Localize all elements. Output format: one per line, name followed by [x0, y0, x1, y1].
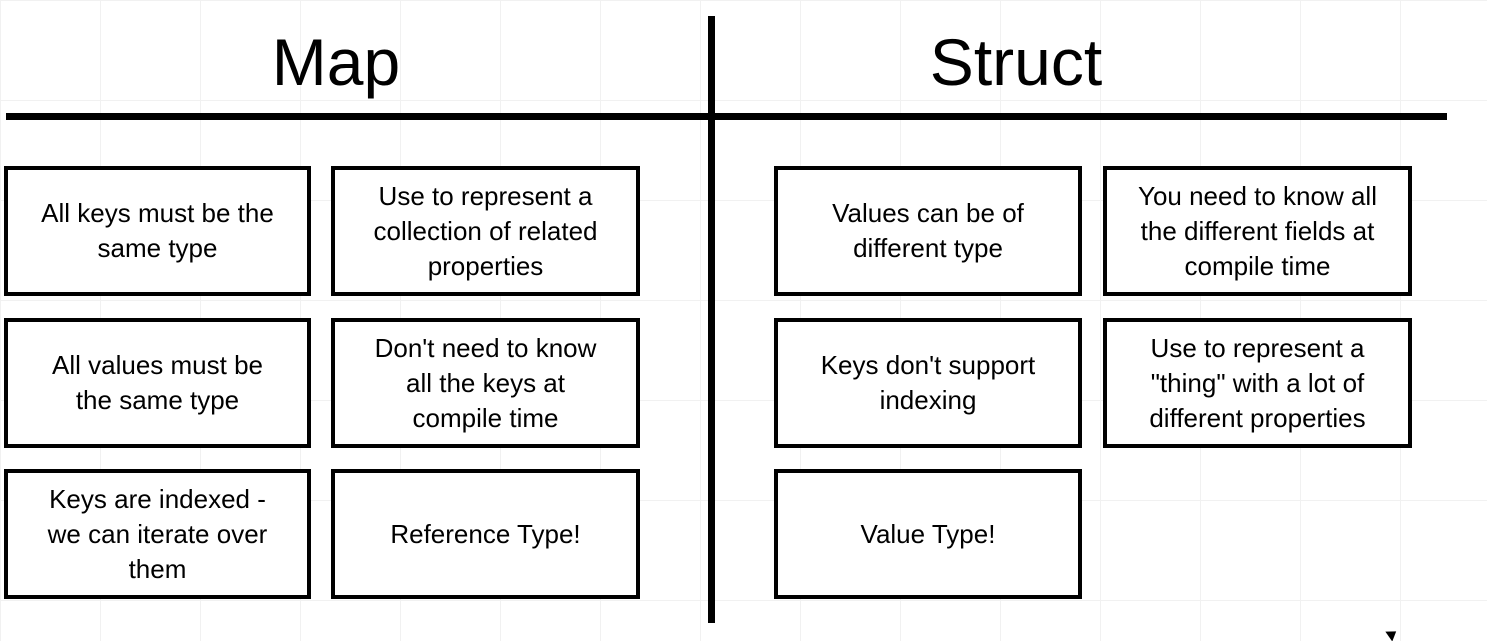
card-line: indexing	[879, 385, 977, 415]
card-line: properties	[427, 250, 544, 281]
card-line: same type	[97, 233, 218, 263]
card-line: them	[128, 553, 187, 584]
horizontal-divider	[6, 113, 1447, 120]
card-line: the same type	[75, 385, 240, 415]
card-line: compile time	[1184, 250, 1331, 281]
struct-card-use-case: Use to represent a "thing" with a lot of…	[1103, 318, 1412, 448]
map-card-indexed: Keys are indexed - we can iterate over t…	[4, 469, 311, 599]
struct-card-fields-compile-time: You need to know all the different field…	[1103, 166, 1412, 296]
card-line: different type	[853, 233, 1003, 263]
card-line: we can iterate over	[47, 518, 268, 549]
card-line: Values can be of	[832, 198, 1024, 228]
card-line: different properties	[1149, 402, 1366, 433]
card-line: "thing" with a lot of	[1150, 367, 1365, 398]
card-line: Use to represent a	[378, 180, 593, 211]
map-card-keys-compile-time: Don't need to know all the keys at compi…	[331, 318, 640, 448]
pointer-cursor-icon	[1385, 626, 1400, 641]
vertical-divider	[708, 16, 715, 623]
map-heading: Map	[271, 25, 401, 99]
card-line: You need to know all	[1137, 180, 1377, 211]
struct-card-value-types: Values can be of different type	[774, 166, 1082, 296]
struct-card-no-indexing: Keys don't support indexing	[774, 318, 1082, 448]
card-line: Reference Type!	[390, 518, 581, 549]
map-card-use-case: Use to represent a collection of related…	[331, 166, 640, 296]
card-line: compile time	[412, 402, 559, 433]
card-line: Keys don't support	[820, 350, 1036, 380]
card-line: Don't need to know	[374, 332, 597, 363]
map-card-value-types: All values must be the same type	[4, 318, 311, 448]
card-line: the different fields at	[1140, 215, 1375, 246]
card-line: Keys are indexed -	[49, 483, 266, 514]
card-line: all the keys at	[406, 367, 565, 398]
card-line: Value Type!	[860, 518, 996, 549]
struct-card-value-type: Value Type!	[774, 469, 1082, 599]
card-line: Use to represent a	[1150, 332, 1365, 363]
card-line: collection of related	[373, 215, 598, 246]
card-line: All values must be	[52, 350, 263, 380]
map-card-reference-type: Reference Type!	[331, 469, 640, 599]
struct-heading: Struct	[929, 25, 1103, 99]
map-card-key-types: All keys must be the same type	[4, 166, 311, 296]
card-line: All keys must be the	[41, 198, 274, 228]
